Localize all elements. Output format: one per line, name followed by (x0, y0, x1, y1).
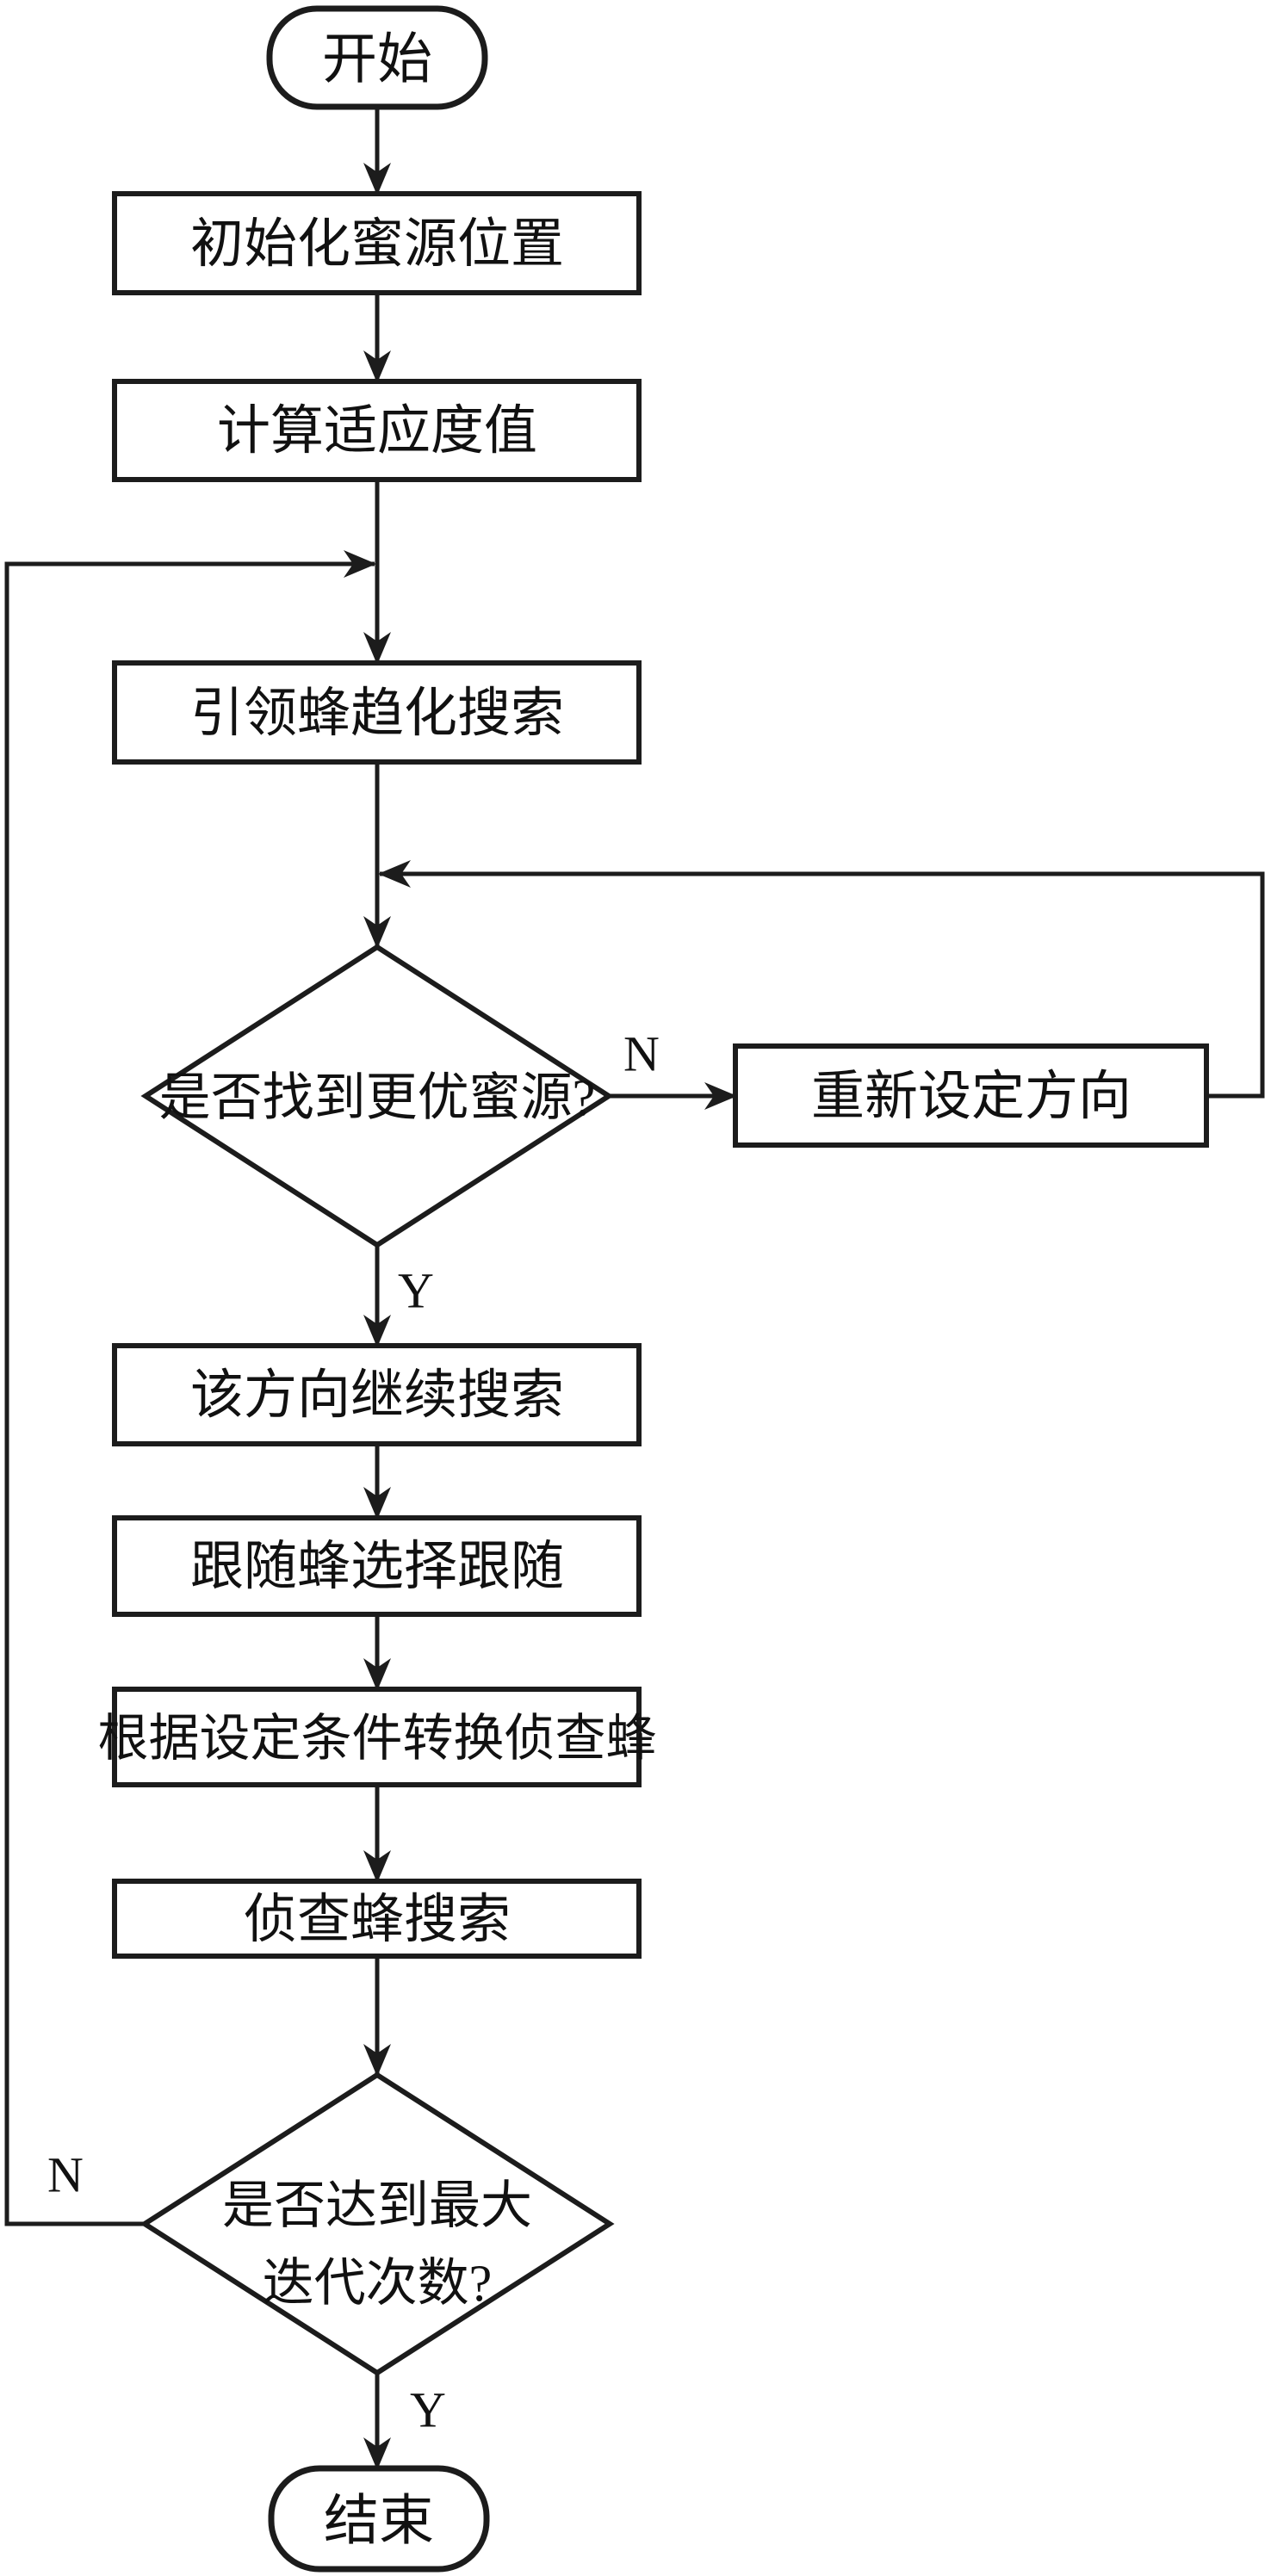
calc-fitness-label: 计算适应度值 (217, 402, 537, 461)
end-terminal-shape (268, 2465, 490, 2573)
employed-search-label: 引领蜂趋化搜索 (190, 684, 564, 743)
calc-fitness-shape (112, 379, 642, 482)
branch-label-decision1-yes: Y (398, 1263, 434, 1319)
node-start: 开始 (266, 5, 488, 110)
node-employed-search: 引领蜂趋化搜索 (112, 660, 642, 765)
employed-search-shape (112, 660, 642, 765)
start-terminal-shape (266, 5, 488, 110)
node-end: 结束 (268, 2465, 490, 2573)
continue-search-label: 该方向继续搜索 (190, 1366, 564, 1425)
node-reset-direction: 重新设定方向 (733, 1043, 1209, 1148)
node-calc-fitness: 计算适应度值 (112, 379, 642, 482)
node-scout-search: 侦查蜂搜索 (112, 1879, 642, 1959)
node-convert-scout: 根据设定条件转换侦查蜂 (97, 1687, 657, 1787)
better-source-label: 是否找到更优蜜源? (159, 1069, 596, 1126)
onlooker-follow-label: 跟随蜂选择跟随 (190, 1538, 564, 1596)
end-label: 结束 (324, 2491, 434, 2552)
max-iterations-diamond (140, 2071, 615, 2376)
branch-label-decision2-yes: Y (410, 2382, 446, 2438)
scout-search-label: 侦查蜂搜索 (244, 1891, 511, 1949)
max-iterations-label-line2: 迭代次数? (263, 2255, 493, 2312)
init-source-label: 初始化蜜源位置 (190, 215, 564, 274)
continue-search-shape (112, 1343, 642, 1446)
start-label: 开始 (322, 29, 432, 90)
node-continue-search: 该方向继续搜索 (112, 1343, 642, 1446)
better-source-diamond (140, 944, 614, 1248)
convert-scout-shape (112, 1687, 642, 1787)
branch-label-decision2-no: N (47, 2147, 84, 2203)
onlooker-follow-shape (112, 1515, 642, 1617)
node-onlooker-follow: 跟随蜂选择跟随 (112, 1515, 642, 1617)
init-source-shape (112, 191, 642, 295)
branch-label-decision1-no: N (623, 1026, 660, 1082)
edge-decision2-no-loop-back (4, 550, 376, 2226)
node-init-source: 初始化蜜源位置 (112, 191, 642, 295)
edge-reset-loop-back (378, 860, 1265, 1099)
node-decision-better-source: 是否找到更优蜜源? (140, 944, 614, 1248)
convert-scout-label: 根据设定条件转换侦查蜂 (97, 1710, 656, 1767)
reset-direction-label: 重新设定方向 (811, 1068, 1132, 1126)
node-decision-max-iterations: 是否达到最大 迭代次数? (140, 2071, 615, 2376)
max-iterations-label-line1: 是否达到最大 (222, 2177, 532, 2234)
reset-direction-shape (733, 1043, 1209, 1148)
scout-search-shape (112, 1879, 642, 1959)
